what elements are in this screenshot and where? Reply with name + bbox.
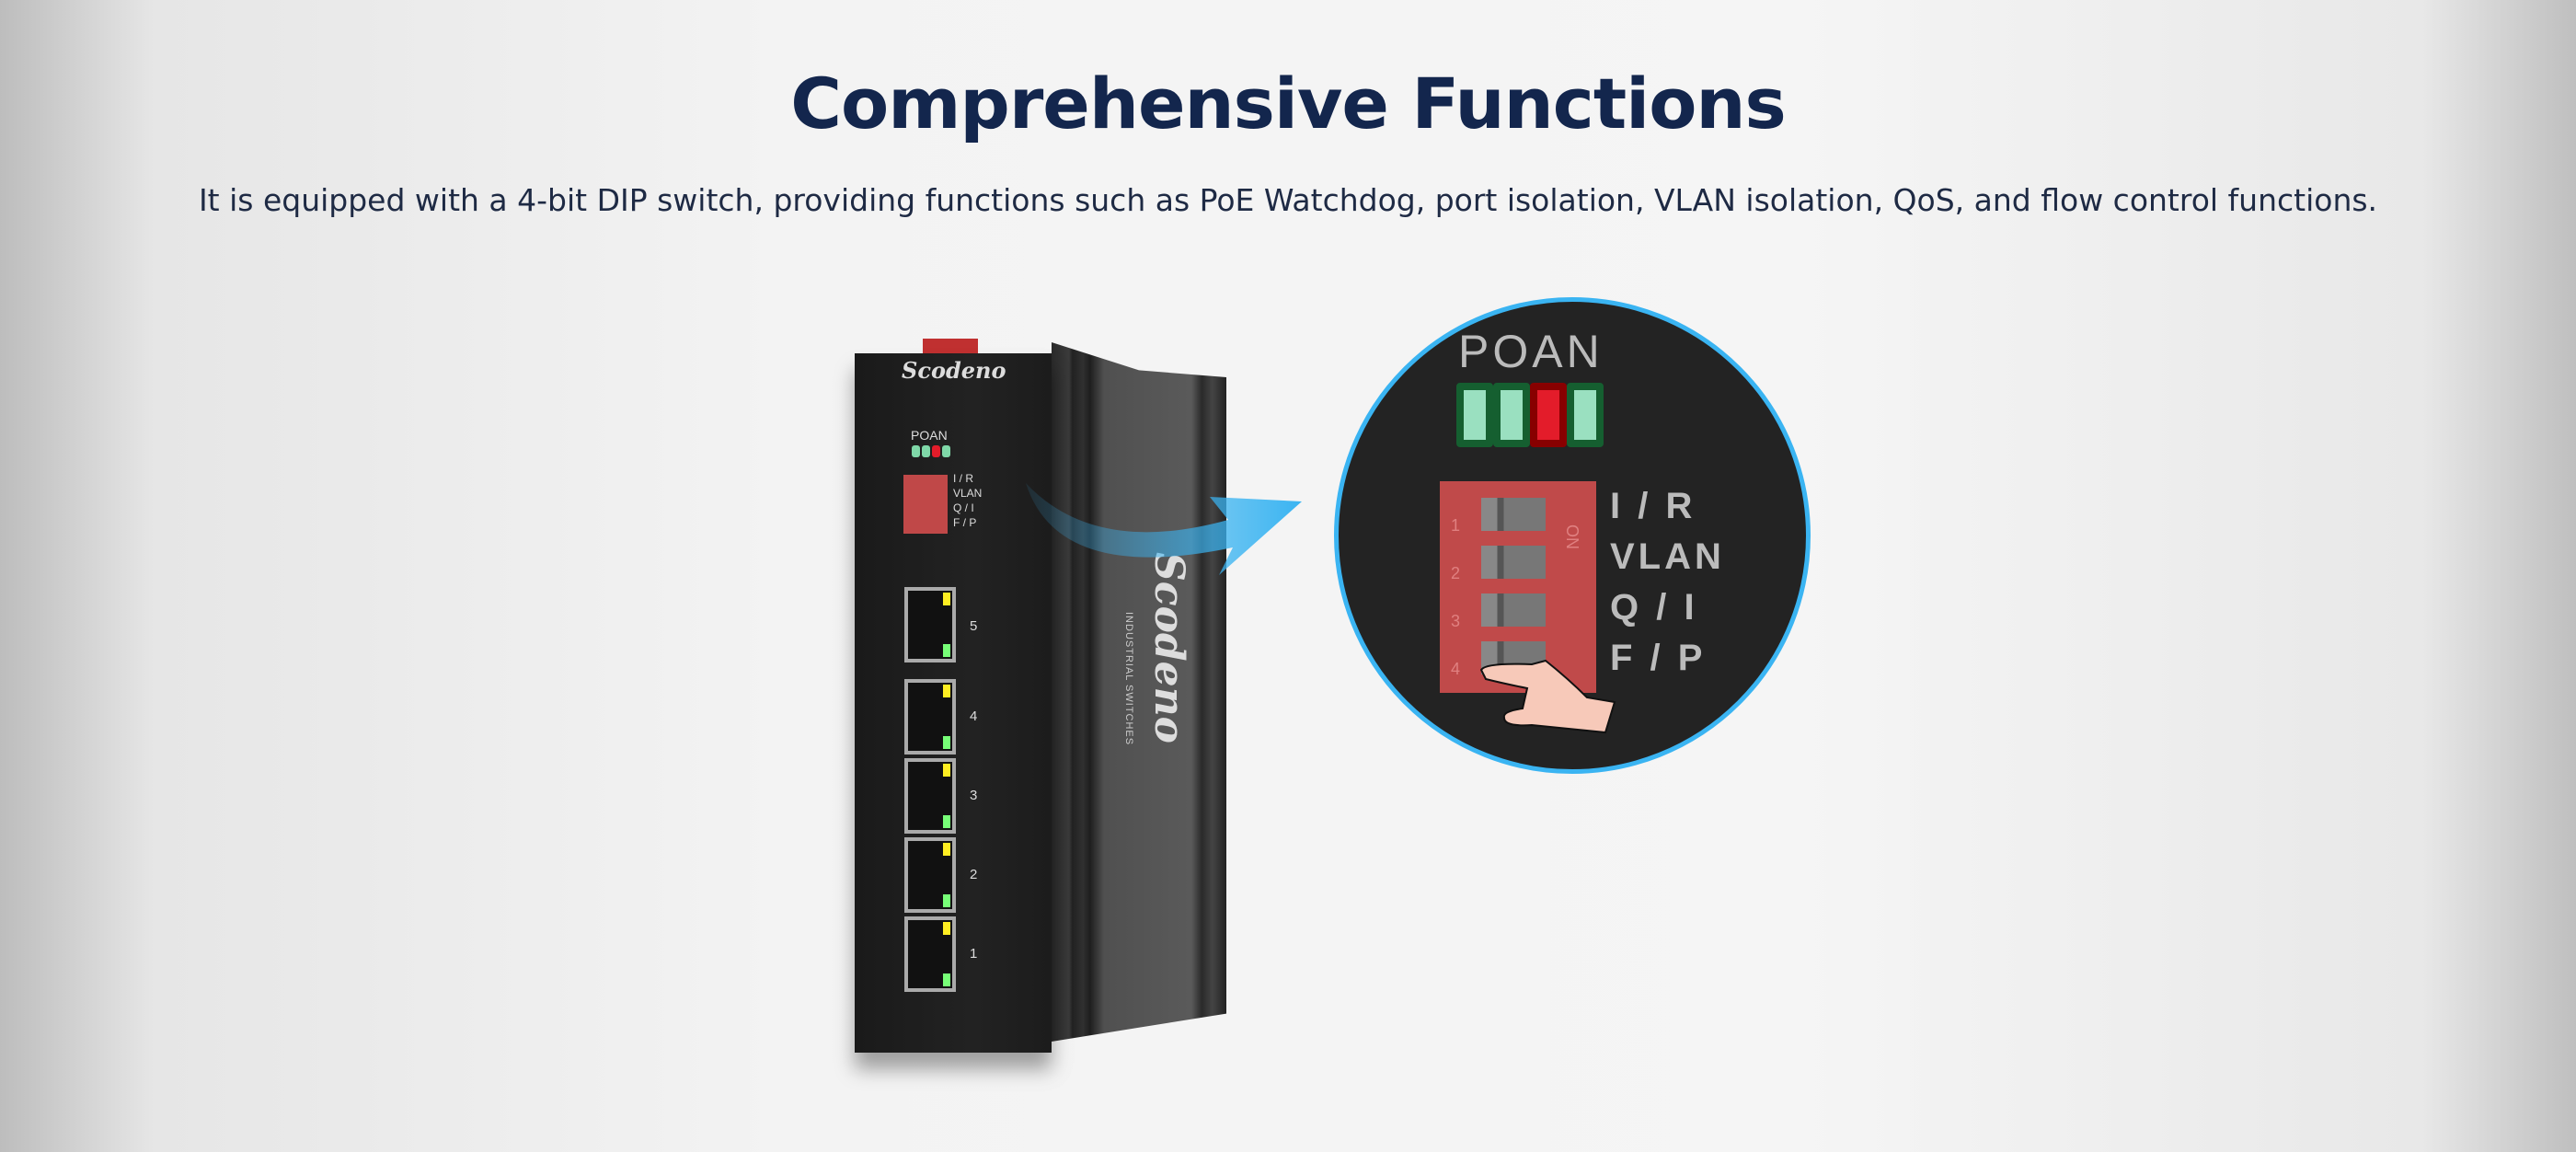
dip-toggle — [1481, 498, 1546, 531]
dip-label: Q / I — [953, 501, 974, 514]
ethernet-port — [904, 837, 956, 913]
power-connector — [923, 339, 978, 355]
on-label: ON — [1563, 524, 1581, 549]
dip-label: VLAN — [1610, 536, 1725, 577]
dip-label: F / P — [1610, 638, 1707, 678]
dip-numbers: 1 2 3 4 — [1451, 501, 1460, 693]
led-n — [1567, 383, 1604, 447]
dip-label: Q / I — [1610, 587, 1698, 628]
brand-logo: Scodeno — [902, 357, 1006, 384]
led-p — [1456, 383, 1493, 447]
port-number: 3 — [970, 788, 978, 803]
page-title: Comprehensive Functions — [790, 63, 1787, 144]
ethernet-port — [904, 916, 956, 992]
led-o — [1493, 383, 1530, 447]
dip-number: 3 — [1451, 612, 1461, 630]
led-p — [912, 445, 920, 457]
dip-labels: I / R VLAN Q / I F / P — [953, 471, 982, 530]
zoom-dip-switch: 1 2 3 4 ON — [1440, 481, 1596, 693]
zoom-led-label: POAN — [1458, 326, 1604, 377]
zoom-status-leds — [1456, 383, 1604, 447]
dip-label: VLAN — [953, 487, 983, 500]
port-number: 4 — [970, 708, 978, 724]
hand-pointer-icon — [1479, 659, 1616, 734]
dip-label: I / R — [953, 472, 974, 485]
ethernet-port — [904, 758, 956, 834]
led-label: POAN — [911, 428, 948, 443]
dip-number: 1 — [1451, 516, 1461, 535]
port-number: 2 — [970, 867, 978, 882]
ethernet-port — [904, 679, 956, 755]
switch-side-panel — [1052, 342, 1226, 1042]
led-a — [932, 445, 940, 457]
dip-toggle — [1481, 593, 1546, 627]
led-n — [942, 445, 950, 457]
led-o — [922, 445, 930, 457]
dip-switch-zoom-view: POAN 1 2 3 4 ON I / R VLAN Q / I F / P — [1334, 297, 1811, 774]
dip-number: 2 — [1451, 564, 1461, 582]
dip-label: F / P — [953, 516, 977, 529]
zoom-arrow-icon — [1026, 483, 1302, 575]
port-number: 1 — [970, 946, 978, 962]
dip-switch — [903, 475, 948, 534]
status-leds — [912, 445, 952, 462]
dip-label: I / R — [1610, 486, 1696, 526]
ethernet-port — [904, 587, 956, 662]
dip-toggle — [1481, 546, 1546, 579]
led-a — [1530, 383, 1567, 447]
side-brand-tagline: INDUSTRIAL SWITCHES — [1123, 612, 1134, 746]
port-number: 5 — [970, 618, 978, 634]
page-subtitle: It is equipped with a 4-bit DIP switch, … — [198, 182, 2378, 218]
dip-number: 4 — [1451, 660, 1461, 678]
